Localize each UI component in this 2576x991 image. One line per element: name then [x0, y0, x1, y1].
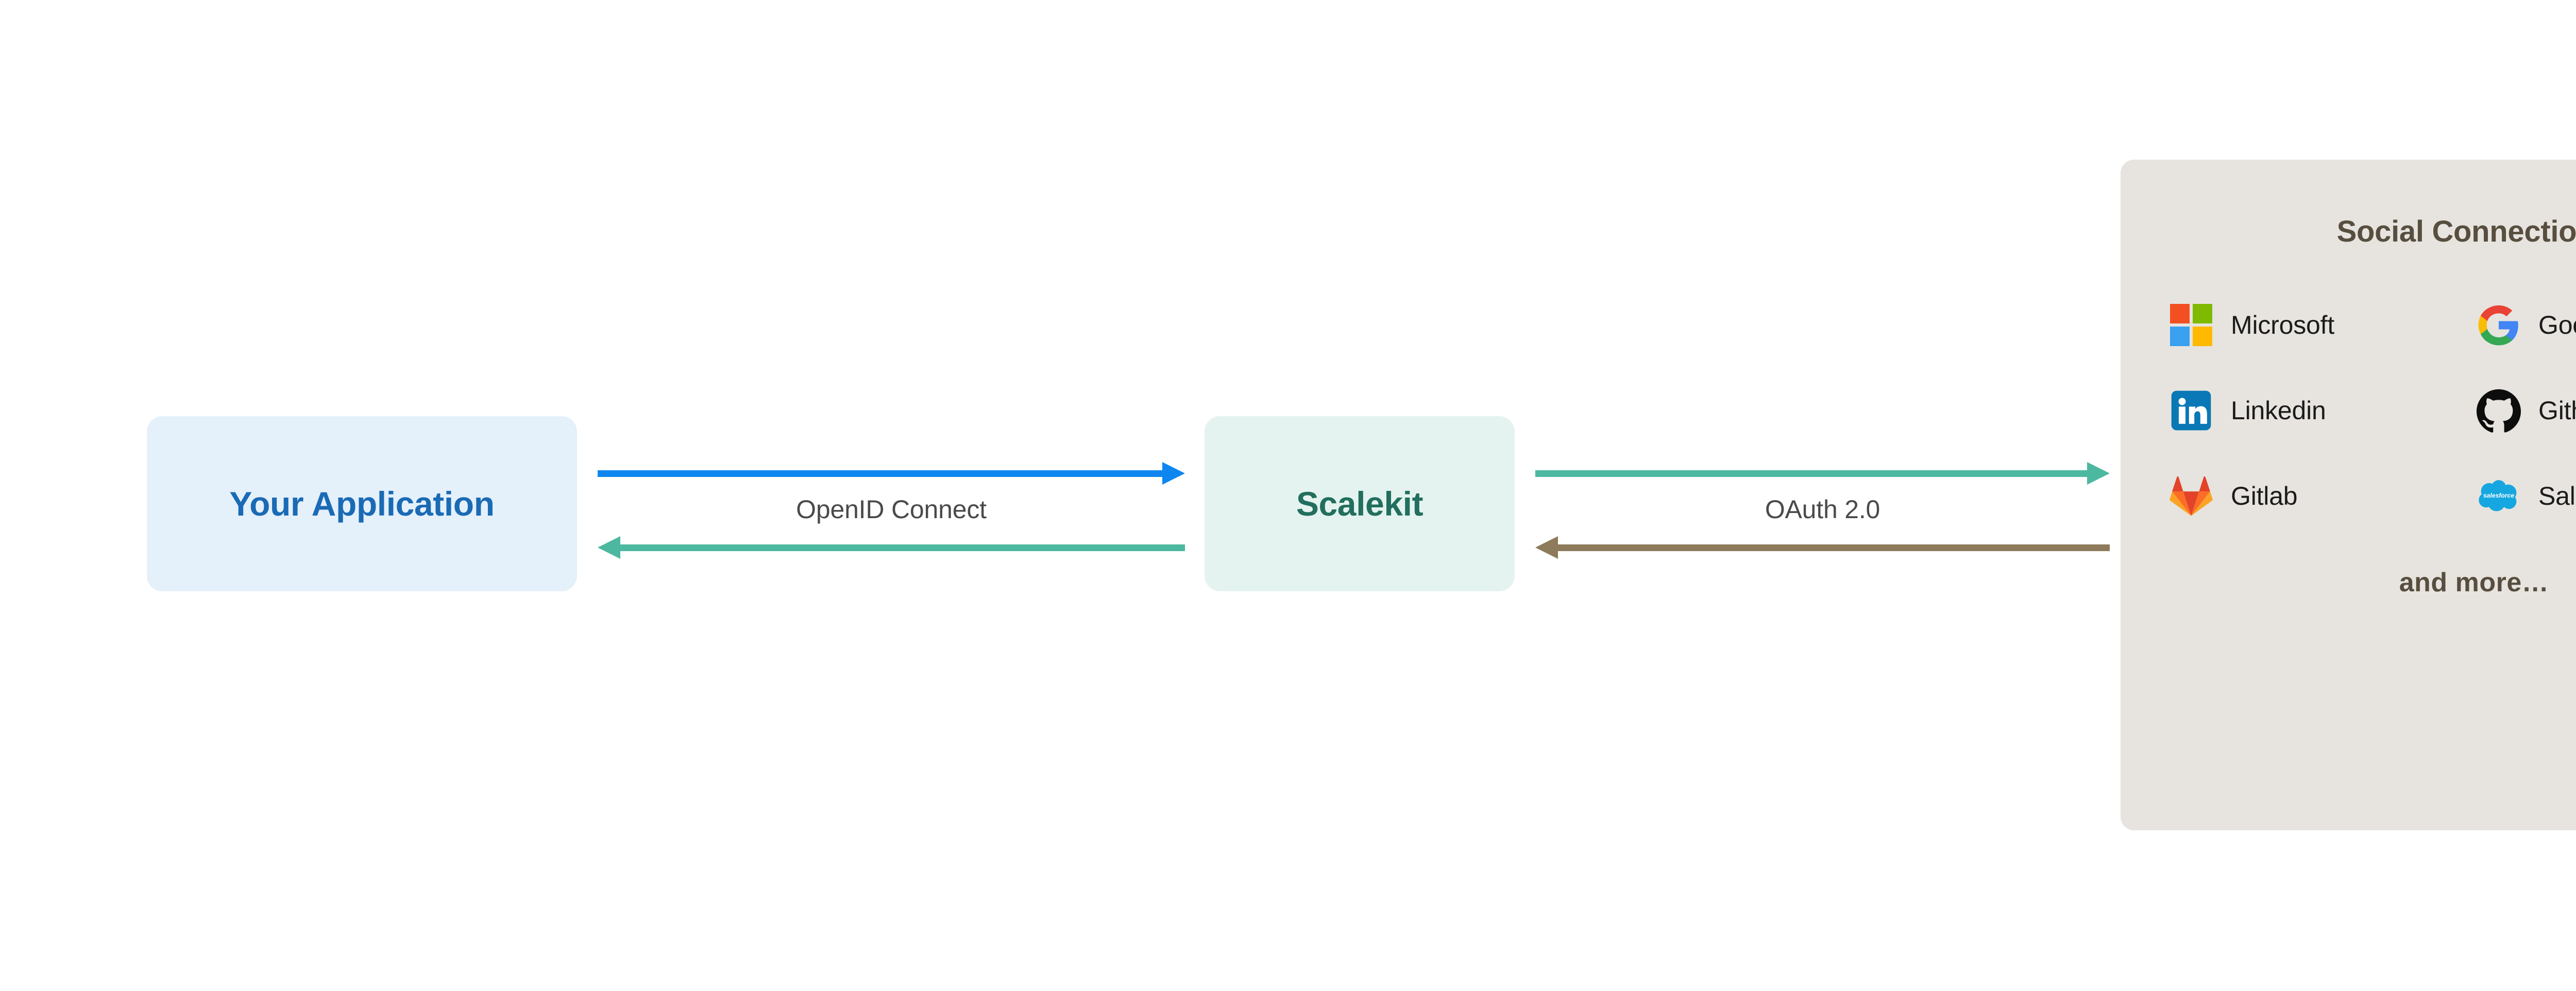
provider-google-label: Google: [2538, 311, 2576, 339]
provider-linkedin: Linkedin: [2169, 380, 2477, 441]
arrow-head-right-icon: [2087, 462, 2110, 485]
arrow-shaft: [1535, 470, 2089, 477]
microsoft-icon: [2169, 303, 2213, 347]
gitlab-icon: [2169, 474, 2213, 518]
provider-salesforce: salesforce Salesforce: [2477, 465, 2576, 527]
salesforce-icon: salesforce: [2477, 474, 2521, 518]
linkedin-icon: [2169, 388, 2213, 433]
social-connections-more-text: and more…: [2399, 568, 2549, 597]
social-connections-panel: Social Connections Microsoft: [2121, 160, 2576, 830]
arrow-head-left-icon: [1535, 536, 1558, 559]
node-your-application-label: Your Application: [229, 485, 495, 523]
connection-label-oauth-2-0: OAuth 2.0: [1765, 495, 1880, 524]
arrow-head-right-icon: [1162, 462, 1185, 485]
provider-microsoft-label: Microsoft: [2231, 311, 2335, 339]
provider-github-label: Github: [2538, 396, 2576, 425]
arrow-head-left-icon: [598, 536, 620, 559]
node-scalekit-label: Scalekit: [1296, 485, 1423, 523]
provider-github: Github: [2477, 380, 2576, 441]
google-icon: [2477, 303, 2521, 347]
provider-gitlab-label: Gitlab: [2231, 482, 2298, 510]
provider-gitlab: Gitlab: [2169, 465, 2477, 527]
node-scalekit: Scalekit: [1205, 416, 1515, 591]
arrow-shaft: [598, 470, 1164, 477]
connection-label-openid-connect: OpenID Connect: [796, 495, 987, 524]
svg-text:salesforce: salesforce: [2483, 492, 2514, 499]
provider-linkedin-label: Linkedin: [2231, 396, 2326, 425]
social-connections-title: Social Connections: [2336, 215, 2576, 248]
provider-microsoft: Microsoft: [2169, 294, 2477, 356]
arrow-shaft: [1556, 544, 2110, 551]
provider-salesforce-label: Salesforce: [2538, 482, 2576, 510]
provider-google: Google: [2477, 294, 2576, 356]
node-your-application: Your Application: [147, 416, 577, 591]
arrow-shaft: [618, 544, 1185, 551]
github-icon: [2477, 388, 2521, 433]
social-providers-grid: Microsoft Google: [2121, 294, 2576, 527]
